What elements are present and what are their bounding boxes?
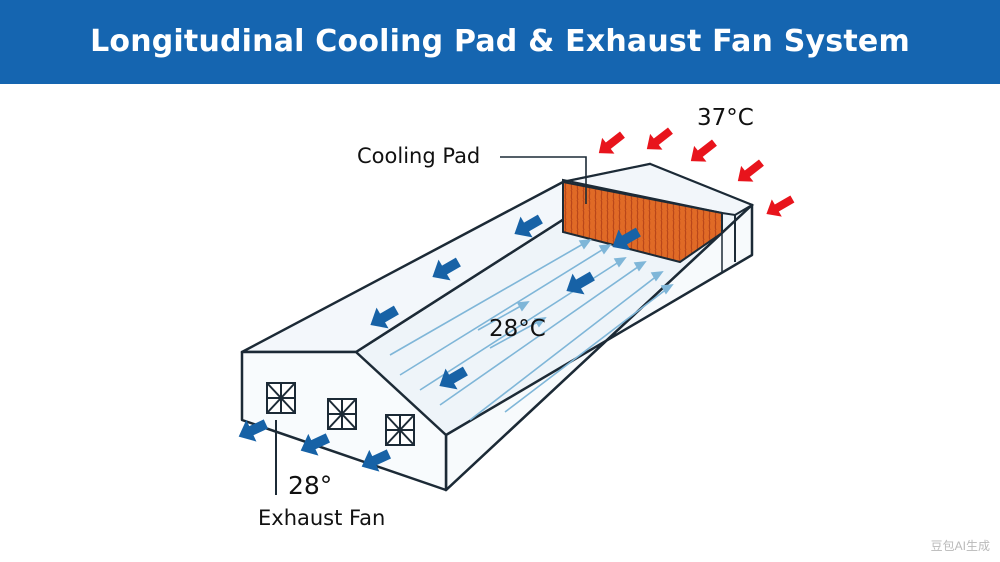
exhaust-temperature-label: 28° xyxy=(288,471,333,500)
exhaust-fan xyxy=(266,382,296,414)
exhaust-fan xyxy=(385,414,415,446)
cooling-pad xyxy=(562,180,723,264)
cooling-pad-label: Cooling Pad xyxy=(357,144,481,168)
exhaust-fan xyxy=(327,398,357,430)
outside-temperature-label: 37°C xyxy=(697,105,754,131)
cooling-pad-leader-line xyxy=(500,156,587,204)
exhaust-fan-label: Exhaust Fan xyxy=(258,506,386,530)
cool-air-arrow xyxy=(238,214,641,472)
page-title: Longitudinal Cooling Pad & Exhaust Fan S… xyxy=(90,24,910,59)
airflow-lines xyxy=(389,239,674,421)
watermark: 豆包AI生成 xyxy=(930,539,990,553)
hot-air-arrow xyxy=(598,127,795,217)
title-banner: Longitudinal Cooling Pad & Exhaust Fan S… xyxy=(0,0,1000,84)
inside-temperature-label: 28°C xyxy=(489,316,546,342)
